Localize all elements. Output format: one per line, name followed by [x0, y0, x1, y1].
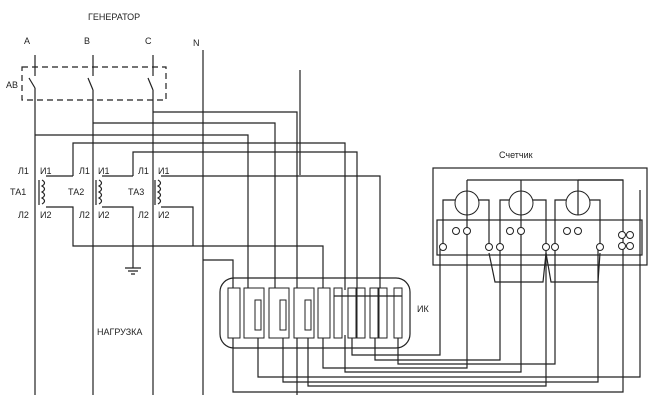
ta3-label: ТА3 [128, 187, 144, 197]
ta2-label: ТА2 [68, 187, 84, 197]
phase-c-label: C [145, 36, 152, 46]
breaker-label: АВ [6, 80, 18, 90]
ta2-l1: Л1 [79, 166, 90, 176]
ta3-l2: Л2 [138, 210, 149, 220]
ta3-i2: И2 [158, 210, 169, 220]
meter-label: Счетчик [499, 150, 533, 160]
meter [432, 167, 648, 283]
ta1-label: ТА1 [10, 187, 26, 197]
neutral-label: N [193, 38, 200, 48]
load-label: НАГРУЗКА [97, 327, 142, 337]
phase-b-label: B [84, 36, 90, 46]
ta1-i2: И2 [40, 210, 51, 220]
ta2-i2: И2 [98, 210, 109, 220]
ta1-l2: Л2 [18, 210, 29, 220]
breaker [21, 50, 204, 395]
terminal-block [219, 277, 411, 349]
phase-a-label: A [24, 36, 30, 46]
ta3-i1: И1 [158, 166, 169, 176]
ta2-i1: И1 [98, 166, 109, 176]
generator-label: ГЕНЕРАТОР [88, 12, 140, 22]
terminal-block-label: ИК [417, 304, 429, 314]
ta2-l2: Л2 [79, 210, 90, 220]
current-transformers [38, 179, 162, 205]
ta1-l1: Л1 [18, 166, 29, 176]
wires [35, 70, 641, 395]
ta1-i1: И1 [40, 166, 51, 176]
ta3-l1: Л1 [138, 166, 149, 176]
